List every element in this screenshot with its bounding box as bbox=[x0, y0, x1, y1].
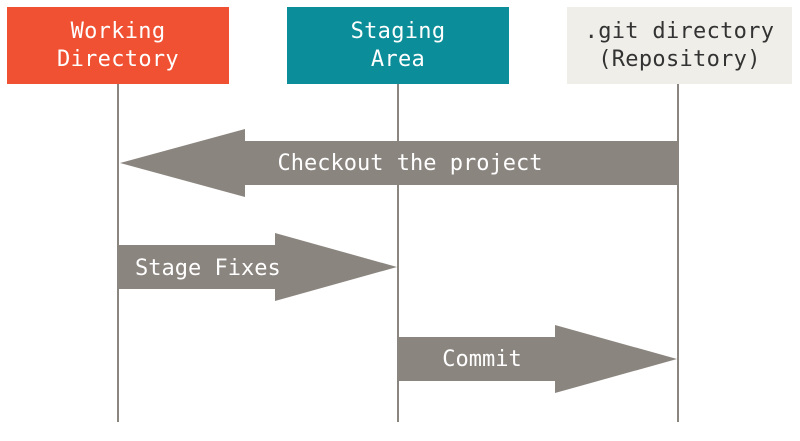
staging-area-label-line2: Area bbox=[370, 46, 426, 72]
git-directory-lifeline bbox=[677, 84, 679, 422]
staging-area-lifeline bbox=[397, 84, 399, 422]
stage-fixes-arrow-shape bbox=[119, 233, 397, 301]
working-directory-box: Working Directory bbox=[7, 7, 229, 84]
working-directory-label-line2: Directory bbox=[57, 46, 179, 72]
commit-arrow-shape bbox=[398, 325, 677, 393]
checkout-arrow: Checkout the project bbox=[120, 129, 678, 197]
checkout-arrow-shape bbox=[120, 129, 678, 197]
checkout-arrow-label: Checkout the project bbox=[278, 151, 543, 176]
commit-arrow-label: Commit bbox=[442, 347, 521, 372]
git-directory-label-line1: .git directory bbox=[584, 18, 775, 44]
working-directory-lifeline bbox=[117, 84, 119, 422]
working-directory-label-line1: Working bbox=[70, 18, 166, 44]
git-directory-label-line2: (Repository) bbox=[598, 46, 761, 72]
stage-fixes-arrow-label: Stage Fixes bbox=[135, 256, 281, 281]
staging-area-box: Staging Area bbox=[287, 7, 509, 84]
stage-fixes-arrow: Stage Fixes bbox=[119, 233, 397, 301]
staging-area-label-line1: Staging bbox=[350, 18, 446, 44]
commit-arrow: Commit bbox=[398, 325, 677, 393]
git-directory-box: .git directory (Repository) bbox=[567, 7, 792, 84]
